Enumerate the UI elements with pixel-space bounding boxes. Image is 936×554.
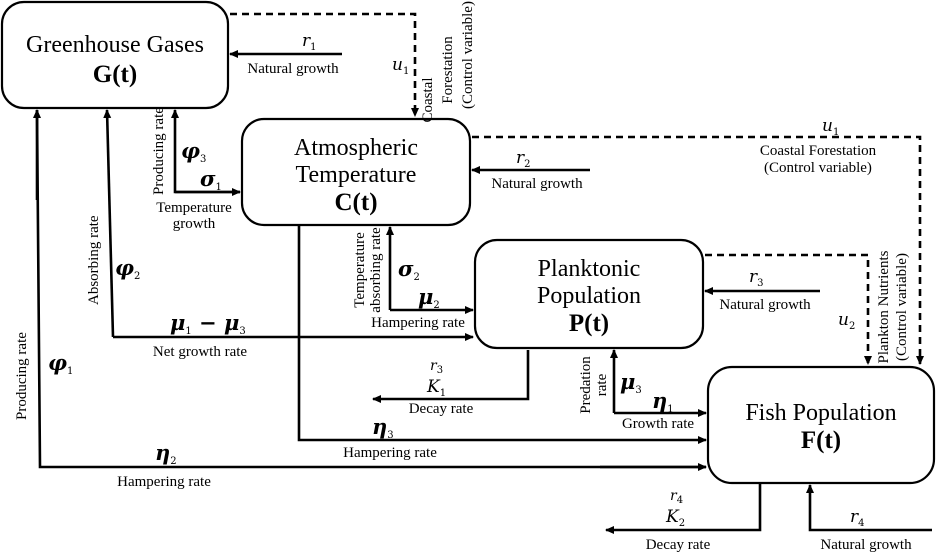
u2-control-arrow [705,253,872,365]
temperature-variable: C(t) [334,189,377,216]
r4-symbol: r4 [850,507,865,529]
eta2-symbol: η2 [155,440,177,467]
r1-symbol: r1 [302,31,317,53]
greenhouse-variable: G(t) [93,61,137,88]
sigma2-symbol: σ2 [398,256,420,283]
svg-text:rate: rate [594,373,610,396]
f-natural-growth-arrow [806,484,932,532]
phi2-absorbing-arrow [103,109,115,338]
p-natural-growth-label: Natural growth [719,297,811,313]
planktonic-population-box: Planktonic Population P(t) [473,238,705,350]
u1-symbol-right: u1 [822,116,839,138]
p-decay-denominator: K1 [426,377,446,399]
svg-text:(Control variable): (Control variable) [460,1,476,109]
plankton-variable: P(t) [569,310,609,337]
svg-text:Plankton Nutrients: Plankton Nutrients [876,250,892,363]
eta1-symbol: η1 [652,388,674,415]
svg-text:Predation: Predation [578,356,594,414]
u1-label-line2: (Control variable) [764,160,872,176]
sigma2-label: Temperature absorbing rate [352,227,384,313]
mu3-symbol: μ3 [620,369,642,396]
r3-symbol: r3 [749,267,764,289]
svg-text:Absorbing rate: Absorbing rate [86,215,102,305]
net-growth-label: Net growth rate [153,344,247,360]
r2-symbol: r2 [516,148,531,170]
eta3-symbol: η3 [372,414,394,441]
u2-symbol: u2 [838,310,855,332]
svg-text:Temperature: Temperature [352,232,368,308]
svg-text:Producing rate: Producing rate [14,332,30,420]
eta2-phi1-path [35,109,706,469]
u1-symbol-top: u1 [392,55,409,77]
plankton-title-1: Planktonic [538,256,641,282]
atmospheric-temperature-box: Atmospheric Temperature C(t) [240,117,472,227]
f-decay-label: Decay rate [646,537,711,553]
temperature-title-2: Temperature [296,162,417,188]
plankton-title-2: Population [537,283,641,309]
phi2-label: Absorbing rate [86,215,102,305]
svg-text:Producing rate: Producing rate [151,107,167,195]
c-natural-growth-label: Natural growth [491,176,583,192]
u2-label-vertical: Plankton Nutrients (Control variable) [876,250,910,363]
phi3-label: Producing rate [151,107,167,195]
eta3-hampering-arrow [297,226,707,444]
p-decay-arrow [372,350,530,403]
temperature-title-1: Atmospheric [294,135,418,161]
greenhouse-gases-box: Greenhouse Gases G(t) [0,0,230,110]
sigma1-symbol: σ1 [200,166,222,193]
u1-label-vertical: Coastal Forestation (Control variable) [420,1,476,122]
mu2-label: Hampering rate [371,315,465,331]
p-decay-numerator: r3 [430,358,443,376]
sigma1-label-2: growth [173,216,216,232]
f-decay-numerator: r4 [670,488,683,506]
u1-label-line1: Coastal Forestation [760,143,877,159]
eta3-label: Hampering rate [343,445,437,461]
phi1-symbol: φ1 [48,350,73,377]
greenhouse-title: Greenhouse Gases [26,32,204,58]
net-growth-symbol: μ1 − μ3 [170,310,246,337]
svg-text:(Control variable): (Control variable) [894,253,910,361]
mu3-label: Predation rate [578,356,610,414]
f-natural-growth-label: Natural growth [820,537,912,553]
fish-population-box: Fish Population F(t) [706,365,936,485]
u1-control-arrow-top [230,12,419,117]
mu2-symbol: μ2 [418,284,440,311]
phi1-label: Producing rate [14,332,30,420]
svg-text:absorbing rate: absorbing rate [368,227,384,313]
eta2-label: Hampering rate [117,474,211,490]
fish-variable: F(t) [801,427,841,454]
svg-text:Forestation: Forestation [440,36,456,104]
g-natural-growth-label: Natural growth [247,61,339,77]
fish-title: Fish Population [745,400,896,426]
sigma1-label-1: Temperature [156,200,232,216]
f-decay-arrow [605,484,762,534]
eta1-label: Growth rate [622,416,694,432]
f-decay-denominator: K2 [665,507,685,529]
u1-control-arrow-right [472,135,924,365]
phi2-symbol: φ2 [115,255,140,282]
svg-text:Coastal: Coastal [420,78,436,123]
p-decay-label: Decay rate [409,401,474,417]
phi3-symbol: φ3 [181,138,206,165]
